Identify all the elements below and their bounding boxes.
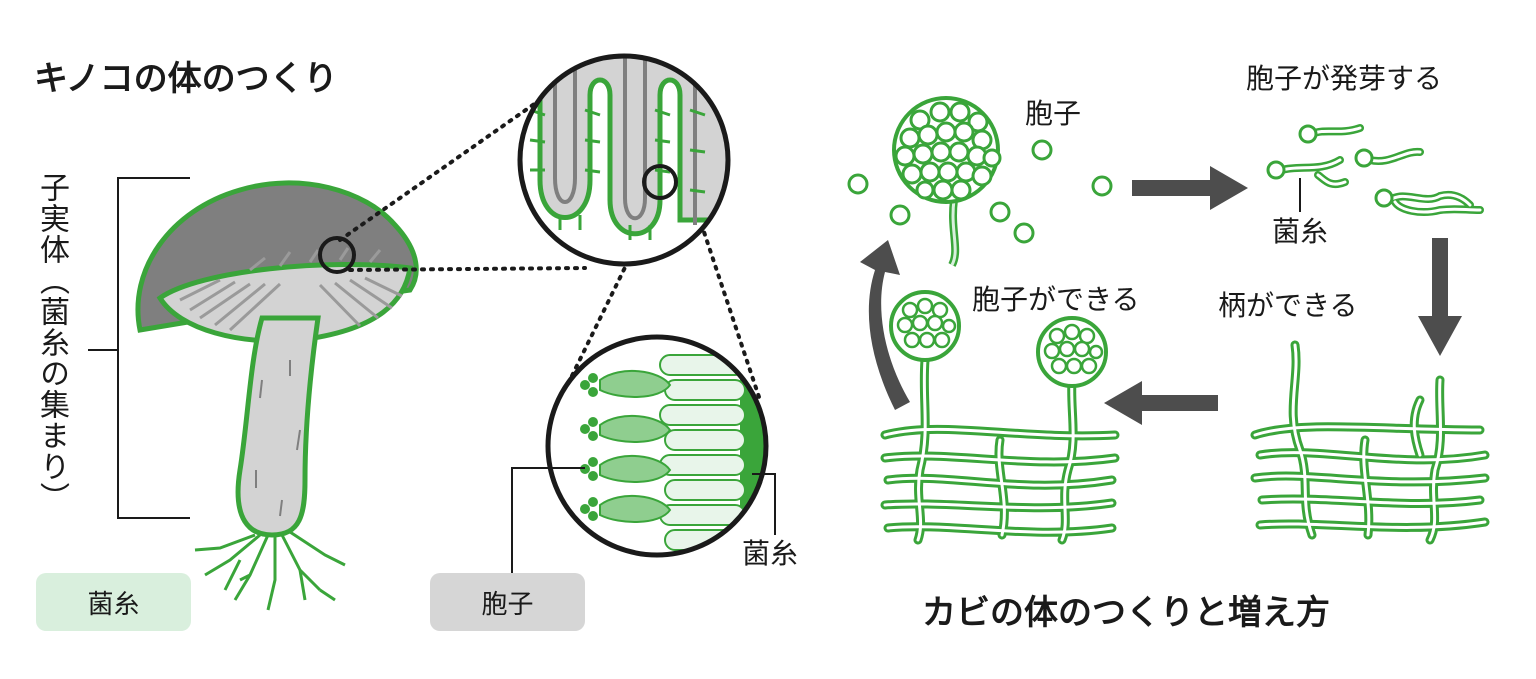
- mold-germinate-label: 胞子が発芽する: [1246, 62, 1443, 95]
- mold-hyphae-label: 菌糸: [1272, 215, 1329, 248]
- spore-leader-line: [511, 467, 585, 578]
- arrow-down: [1418, 238, 1462, 356]
- gill-zoom-circle: [517, 53, 731, 267]
- germinating-spores: [1266, 124, 1484, 216]
- mold-spore-form-label: 胞子ができる: [972, 283, 1140, 316]
- arrow-right: [1132, 166, 1248, 210]
- mold-illustration: [847, 96, 1490, 545]
- arrow-curved-up: [860, 240, 910, 410]
- mushroom-title: キノコの体のつくり: [34, 59, 338, 99]
- mold-hyphae-mat-right: [1250, 340, 1490, 545]
- mold-stalk-label: 柄ができる: [1218, 289, 1358, 322]
- mushroom-illustration: [88, 53, 776, 611]
- hyphae-leader-line: [752, 473, 776, 535]
- mushroom-stem: [235, 315, 321, 538]
- mushroom-gills: [156, 262, 413, 344]
- legend-spore: 胞子: [430, 573, 585, 631]
- basidia-zoom-circle: [545, 334, 769, 558]
- arrow-left: [1104, 381, 1218, 425]
- mold-spore-label: 胞子: [1025, 97, 1082, 130]
- mold-hyphae-mat-left: [880, 290, 1120, 545]
- cycle-arrows: [860, 166, 1462, 425]
- mold-sporangium-large: [847, 96, 1113, 267]
- mushroom-magnify-circle: [318, 236, 356, 274]
- fruiting-body-label: 子実体（菌糸の集まり）: [34, 172, 69, 513]
- legend-spore-label: 胞子: [481, 589, 534, 620]
- legend-hyphae: 菌糸: [36, 573, 191, 631]
- mushroom-hyphae-roots: [194, 530, 346, 611]
- legend-hyphae-label: 菌糸: [87, 589, 140, 620]
- fruiting-body-bracket: [88, 177, 190, 519]
- mold-title: カビの体のつくりと増え方: [922, 593, 1330, 633]
- mushroom-hyphae-label: 菌糸: [742, 537, 799, 570]
